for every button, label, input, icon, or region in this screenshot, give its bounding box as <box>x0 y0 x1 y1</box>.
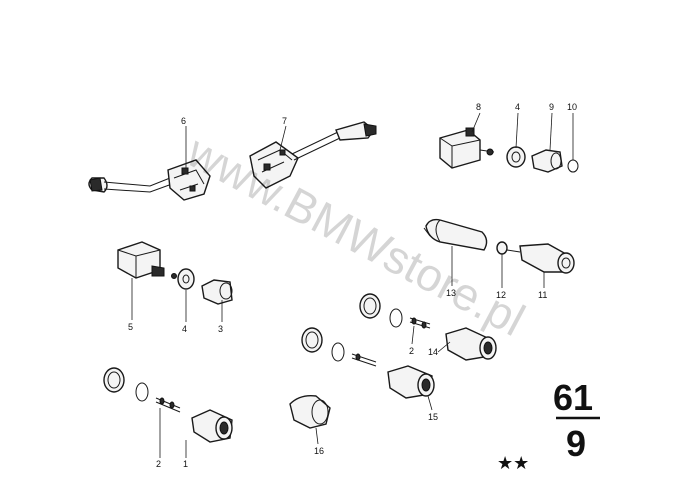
callout-5: 5 <box>128 322 133 332</box>
part-spring-ring-lower <box>135 382 149 402</box>
part-1-switch <box>191 409 233 443</box>
callout-8: 8 <box>476 102 481 112</box>
callout-2: 2 <box>156 459 161 469</box>
part-8-switch-body <box>439 127 495 169</box>
group-number-top: 61 <box>553 377 593 418</box>
part-10-ring <box>567 159 579 173</box>
callout-6: 6 <box>181 116 186 126</box>
leader-lines <box>131 112 574 458</box>
part-spring-ring-upper <box>389 308 403 328</box>
part-pin-mid <box>351 353 377 367</box>
callout-16: 16 <box>314 446 324 456</box>
part-2-pin-lower <box>155 397 181 413</box>
group-number: 61 9 <box>553 377 600 464</box>
callout-numbers: 6 7 8 4 9 10 13 12 11 5 4 3 2 14 15 16 2… <box>128 102 577 469</box>
callout-14: 14 <box>428 347 438 357</box>
part-9-knob <box>531 149 563 173</box>
part-5-switch-body <box>117 241 165 279</box>
part-6-stalk-switch <box>88 159 211 201</box>
callout-13: 13 <box>446 288 456 298</box>
part-4-nut-left <box>171 268 195 290</box>
callout-4: 4 <box>515 102 520 112</box>
callout-9: 9 <box>549 102 554 112</box>
part-13-housing <box>423 218 488 251</box>
part-16-cap <box>289 394 331 429</box>
callout-15: 15 <box>428 412 438 422</box>
part-15-lamp-socket <box>387 365 435 399</box>
part-3-knob <box>201 279 233 305</box>
part-4-nut-upper <box>506 146 526 168</box>
callout-2: 2 <box>409 346 414 356</box>
callout-10: 10 <box>567 102 577 112</box>
part-ring-nut-upper <box>359 293 381 319</box>
part-ring-nut-mid <box>301 327 323 353</box>
callout-7: 7 <box>282 116 287 126</box>
part-7-combination-switch <box>249 121 377 189</box>
callout-1: 1 <box>183 459 188 469</box>
group-number-bottom: 9 <box>566 423 586 464</box>
part-14-lighter-element <box>445 327 497 361</box>
part-ring-nut-lower <box>103 367 125 393</box>
part-2-pin-upper <box>409 317 431 329</box>
part-spring-ring-mid <box>331 342 345 362</box>
callout-4: 4 <box>182 324 187 334</box>
part-12-washer <box>496 241 521 255</box>
part-11-socket <box>519 243 575 274</box>
callout-12: 12 <box>496 290 506 300</box>
callout-11: 11 <box>538 290 547 300</box>
rating-stars: ★★ <box>497 453 529 474</box>
callout-3: 3 <box>218 324 223 334</box>
